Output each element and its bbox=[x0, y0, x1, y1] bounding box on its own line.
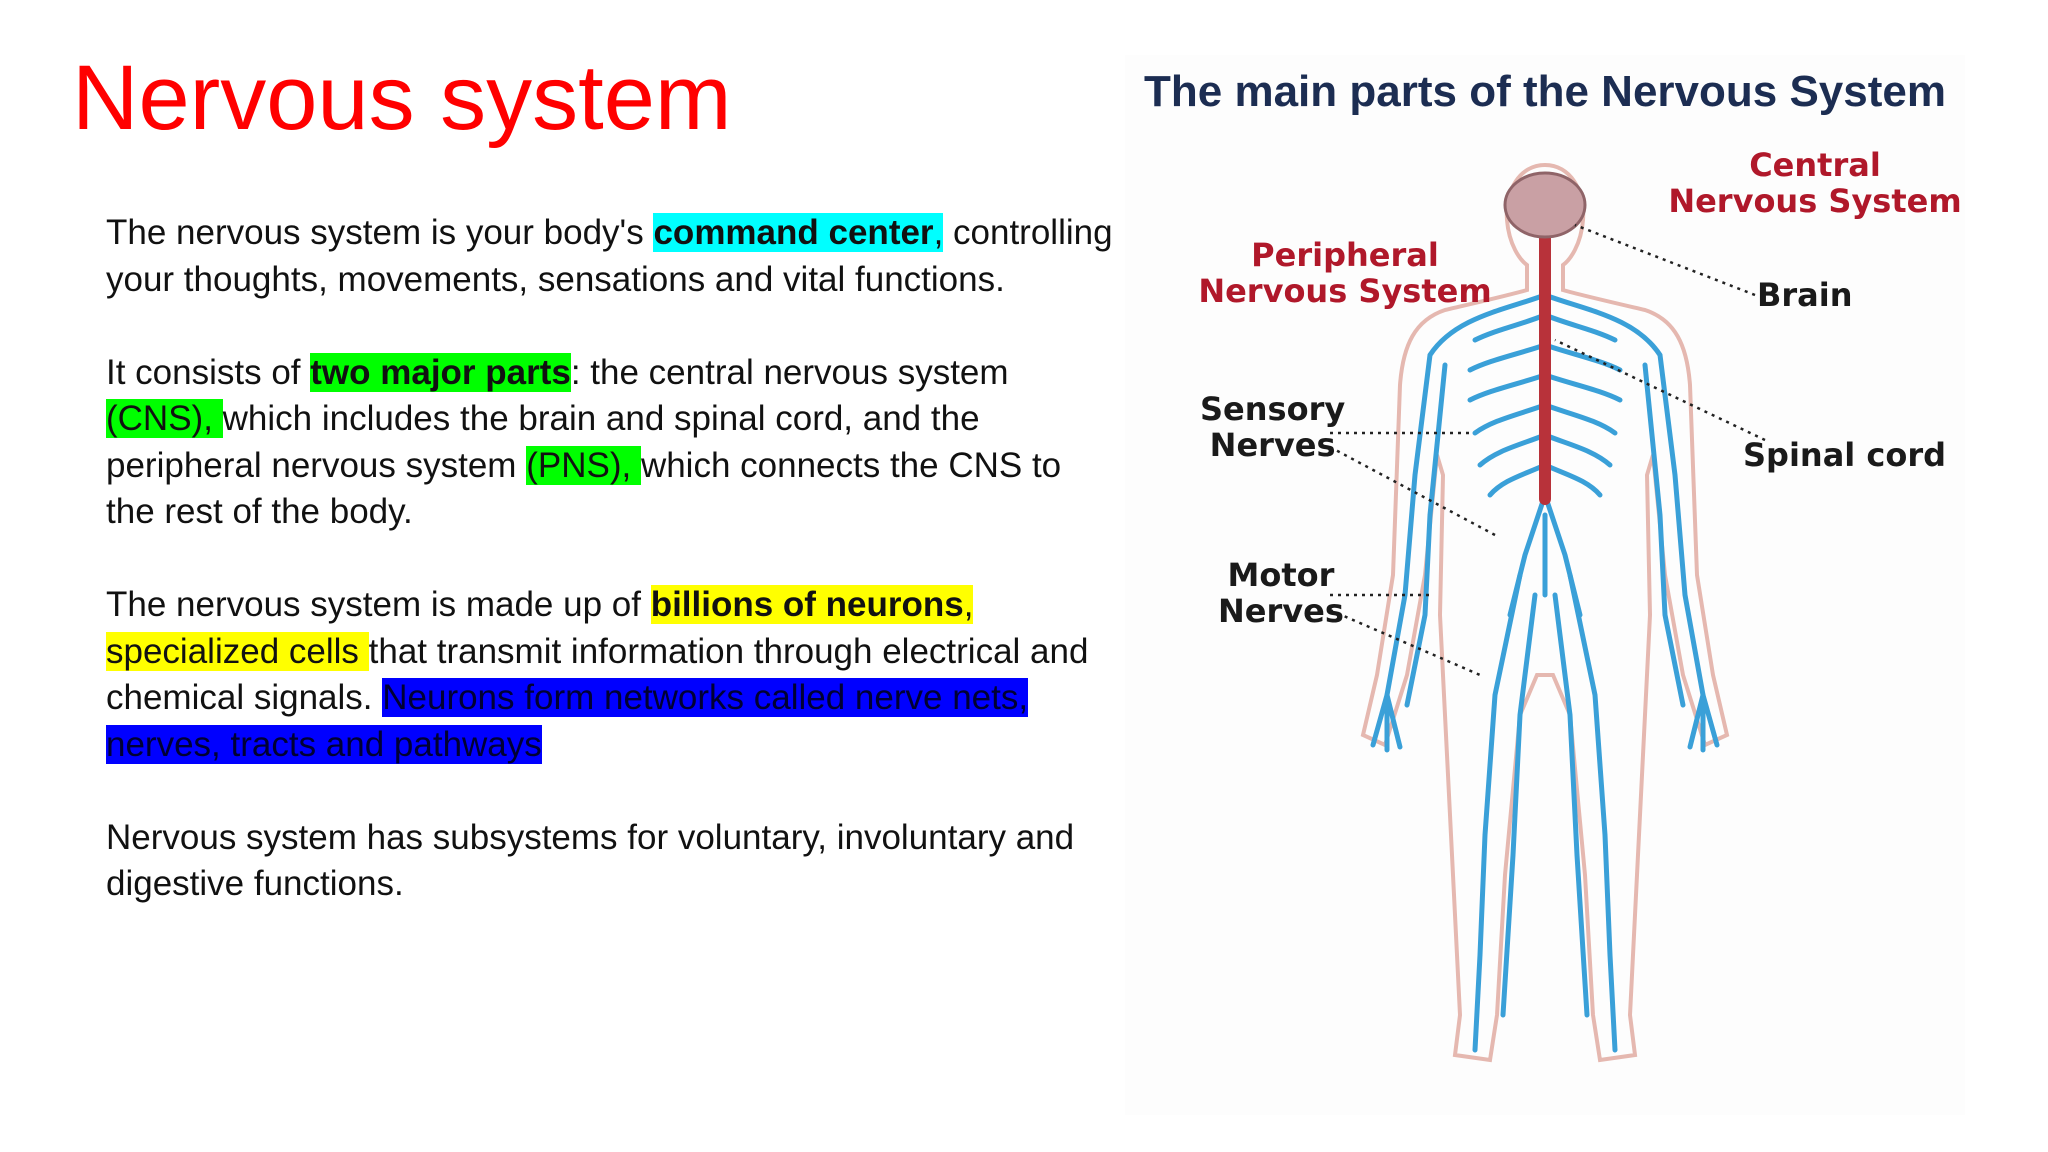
paragraph-parts: It consists of two major parts: the cent… bbox=[106, 350, 1116, 536]
brain-shape bbox=[1503, 171, 1587, 239]
label-line: Nervous System bbox=[1198, 272, 1492, 310]
label-line: Nerves bbox=[1218, 592, 1344, 630]
label-line: Motor bbox=[1227, 556, 1335, 594]
label-line: Nervous System bbox=[1668, 182, 1962, 220]
label-spinal-cord: Spinal cord bbox=[1743, 436, 1947, 474]
highlight-pns: (PNS), bbox=[526, 445, 641, 485]
figure-title: The main parts of the Nervous System bbox=[1144, 67, 1946, 116]
label-central-nervous-system: Central Nervous System bbox=[1665, 147, 1965, 219]
text-run: The nervous system is your body's bbox=[106, 213, 654, 252]
text-run: The nervous system is made up of bbox=[106, 585, 651, 624]
highlight-two-major-parts: two major parts bbox=[310, 352, 571, 392]
text-run: which includes the brain and spinal cord… bbox=[106, 399, 980, 485]
human-body-illustration bbox=[1329, 162, 1766, 1063]
paragraph-neurons: The nervous system is made up of billion… bbox=[106, 582, 1116, 768]
nervous-system-figure: The main parts of the Nervous System Cen… bbox=[1125, 55, 1965, 1115]
label-brain: Brain bbox=[1757, 276, 1853, 314]
text-run: : the central nervous system bbox=[570, 352, 1009, 392]
highlight-billions-of-neurons: billions of neurons bbox=[650, 585, 964, 624]
highlight-command-center: command center bbox=[653, 213, 934, 252]
highlight-comma: , bbox=[933, 213, 944, 252]
label-line: Nerves bbox=[1209, 426, 1336, 464]
paragraph-intro: The nervous system is your body's comman… bbox=[106, 210, 1116, 303]
label-line: Central bbox=[1749, 146, 1881, 184]
label-sensory-nerves: Sensory Nerves bbox=[1200, 391, 1345, 463]
body-outline bbox=[1360, 162, 1730, 1063]
label-line: Sensory bbox=[1200, 390, 1346, 428]
label-motor-nerves: Motor Nerves bbox=[1218, 557, 1344, 629]
label-pointers bbox=[1329, 223, 1766, 677]
slide-title: Nervous system bbox=[72, 47, 732, 149]
peripheral-nerves bbox=[1370, 292, 1720, 1053]
label-peripheral-nervous-system: Peripheral Nervous System bbox=[1185, 237, 1505, 309]
paragraph-subsystems: Nervous system has subsystems for volunt… bbox=[106, 817, 1075, 904]
highlight-cns: (CNS), bbox=[106, 399, 223, 438]
label-line: Peripheral bbox=[1251, 236, 1439, 274]
text-run: It consists of bbox=[106, 352, 311, 392]
text-run: that transmit information through electr… bbox=[106, 631, 1089, 718]
body-text: The nervous system is your body's comman… bbox=[106, 210, 1116, 954]
text-run: controlling your thoughts, movements, se… bbox=[106, 213, 1113, 299]
spinal-cord-shape bbox=[1539, 225, 1551, 505]
text-run: which connects the CNS to the rest of th… bbox=[106, 445, 1062, 532]
